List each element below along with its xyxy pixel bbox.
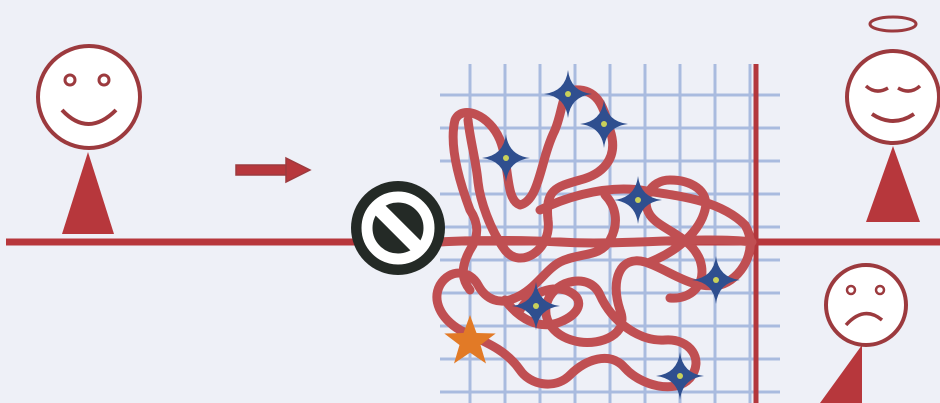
sad-figure-head — [826, 265, 906, 345]
smiling-figure-head — [38, 46, 140, 148]
sparkle-icon — [482, 134, 530, 182]
no-entry-icon — [351, 181, 445, 275]
angel-figure — [847, 17, 939, 222]
smiling-figure — [38, 46, 140, 234]
sparkle-icon — [544, 70, 592, 118]
tangled-path — [437, 90, 752, 387]
sad-figure — [820, 265, 906, 403]
sad-figure-body — [820, 345, 862, 403]
angel-figure-body — [866, 146, 920, 222]
halo-icon — [870, 17, 916, 31]
sparkle-icon — [580, 100, 628, 148]
right-arrow-icon — [236, 158, 310, 182]
smiling-figure-body — [62, 152, 114, 234]
angel-figure-head — [847, 51, 939, 143]
